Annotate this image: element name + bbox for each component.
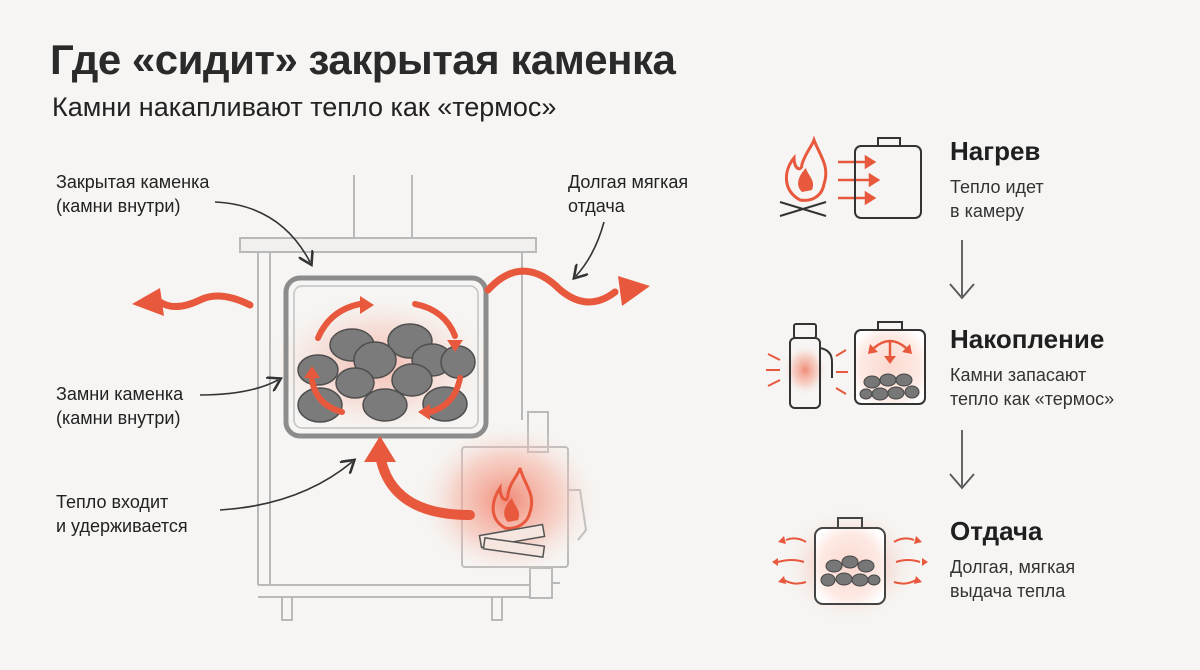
- stone-chamber: [283, 275, 489, 439]
- circulation-arrows: [309, 301, 463, 415]
- step-title-release: Отдача: [950, 516, 1043, 546]
- right-release-arrowhead: [618, 276, 650, 306]
- step-desc-heating: Тепло идет в камеру: [950, 177, 1044, 221]
- step-desc-accumulation: Камни запасают тепло как «термос»: [950, 365, 1115, 409]
- callout-stones-heater: Замни каменка (камни внутри): [56, 384, 184, 428]
- left-release-arrow: [156, 292, 254, 310]
- right-release-arrow: [484, 267, 619, 306]
- chamber-icon: [854, 137, 922, 219]
- page-subtitle: Камни накапливают тепло как «термос»: [52, 92, 557, 122]
- heat-rise-arrow: [375, 450, 475, 520]
- page-title: Где «сидит» закрытая каменка: [50, 36, 676, 83]
- left-release-arrowhead: [132, 288, 164, 316]
- callout-long-release: Долгая мягкая отдача: [568, 172, 689, 216]
- fire-glow: [413, 420, 603, 580]
- step-title-accumulation: Накопление: [950, 324, 1105, 354]
- fire-icon-stove: [478, 467, 546, 558]
- step-desc-release: Долгая, мягкая выдача тепла: [950, 557, 1076, 601]
- callout-closed-heater: Закрытая каменка (камни внутри): [56, 172, 210, 216]
- stone-box-icon: [854, 321, 926, 405]
- radiating-box-icon: [772, 505, 928, 625]
- thermos-icon: [766, 323, 848, 409]
- callout-leaders: [199, 201, 605, 511]
- stones: [297, 323, 476, 423]
- step-title-heating: Нагрев: [950, 136, 1041, 166]
- fire-icon: [779, 135, 828, 217]
- circulation-arrowheads: [304, 296, 463, 420]
- heat-rise-arrowhead: [364, 436, 396, 462]
- heat-flow-arrows: [838, 154, 881, 206]
- callout-heat-enters: Тепло входит и удерживается: [56, 492, 188, 536]
